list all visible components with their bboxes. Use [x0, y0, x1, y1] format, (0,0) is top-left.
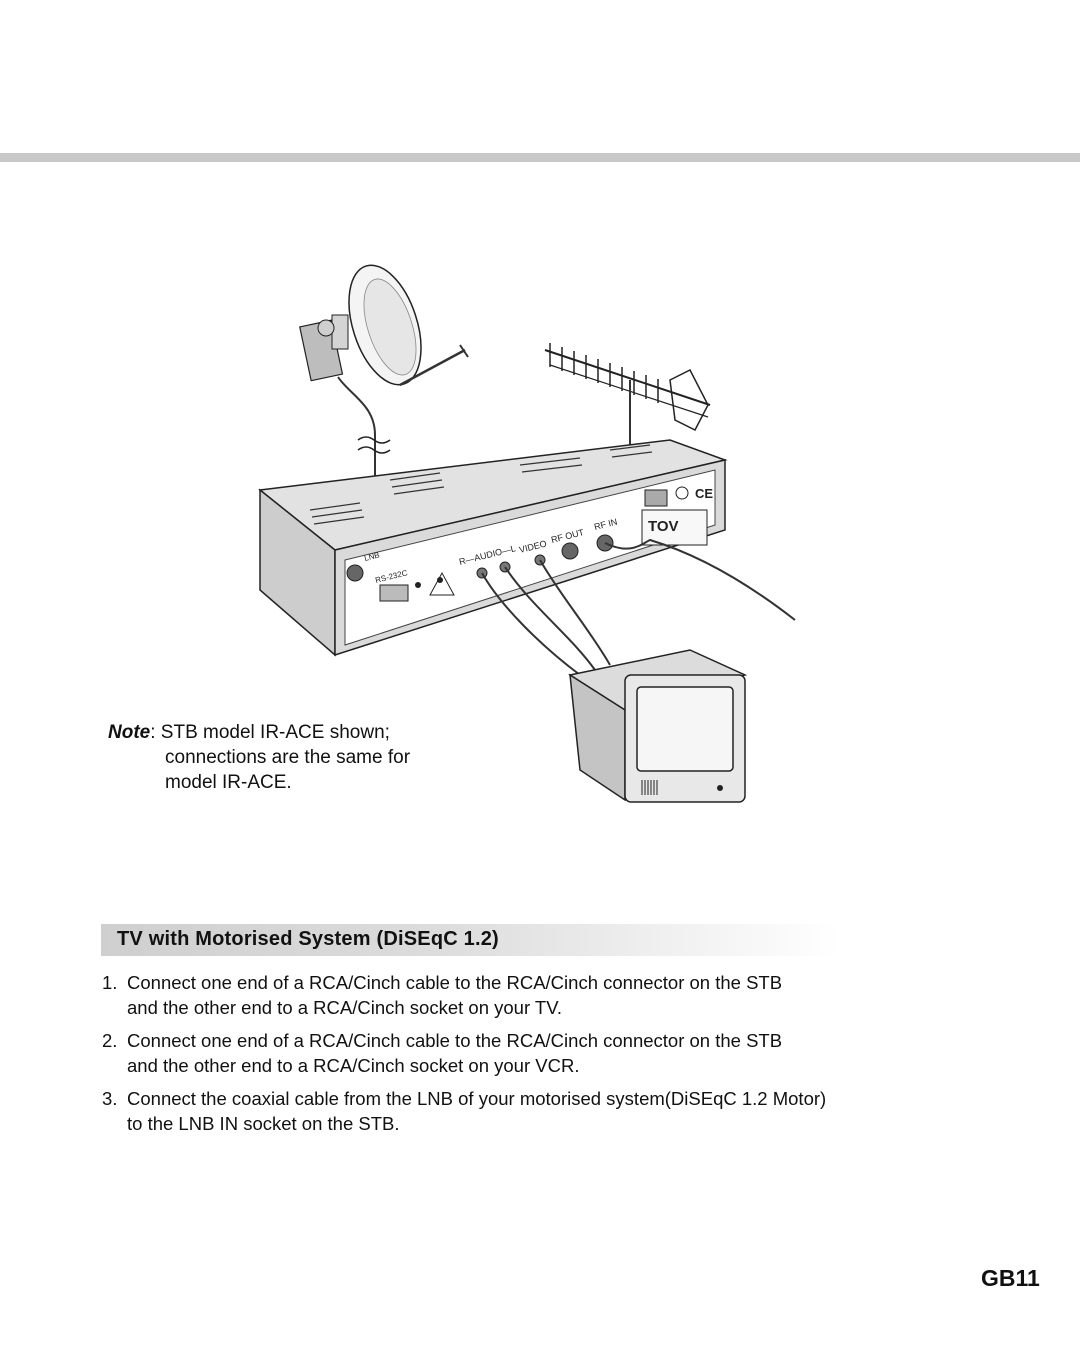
instruction-list: 1. Connect one end of a RCA/Cinch cable t…	[102, 970, 962, 1144]
list-item: 1. Connect one end of a RCA/Cinch cable t…	[102, 970, 962, 1020]
header-rule	[0, 153, 1080, 162]
satellite-dish-icon	[299, 264, 469, 387]
note-label: Note	[108, 722, 151, 743]
diagram-note: Note: STB model IR-ACE shown; connection…	[108, 720, 468, 795]
list-item: 2. Connect one end of a RCA/Cinch cable t…	[102, 1028, 962, 1078]
connection-diagram: CE RF IN RF OUT VIDEO R—AUDIO—L RS-232C …	[250, 255, 810, 815]
page-number: GB11	[981, 1265, 1040, 1291]
list-item: 3. Connect the coaxial cable from the LNB…	[102, 1086, 962, 1136]
step-text-continued: to the LNB IN socket on the STB.	[127, 1113, 400, 1134]
step-text: Connect one end of a RCA/Cinch cable to …	[127, 972, 783, 993]
note-line-1: : STB model IR-ACE shown;	[150, 722, 390, 743]
step-text: Connect the coaxial cable from the LNB o…	[127, 1088, 827, 1109]
step-number: 2.	[102, 1030, 118, 1051]
step-number: 1.	[102, 972, 118, 993]
svg-text:CE: CE	[695, 486, 713, 501]
step-number: 3.	[102, 1088, 118, 1109]
lnb-label: LNB	[363, 550, 380, 562]
step-text: Connect one end of a RCA/Cinch cable to …	[127, 1030, 783, 1051]
step-text-continued: and the other end to a RCA/Cinch socket …	[127, 997, 563, 1018]
step-text-continued: and the other end to a RCA/Cinch socket …	[127, 1055, 580, 1076]
brand-label: TOV	[648, 518, 679, 535]
section-header: TV with Motorised System (DiSEqC 1.2)	[101, 924, 841, 956]
note-line-3: model IR-ACE.	[165, 772, 292, 793]
set-top-box-icon: CE	[258, 439, 728, 657]
section-title: TV with Motorised System (DiSEqC 1.2)	[117, 928, 499, 950]
note-line-2: connections are the same for	[165, 747, 411, 768]
tv-icon	[568, 649, 748, 803]
